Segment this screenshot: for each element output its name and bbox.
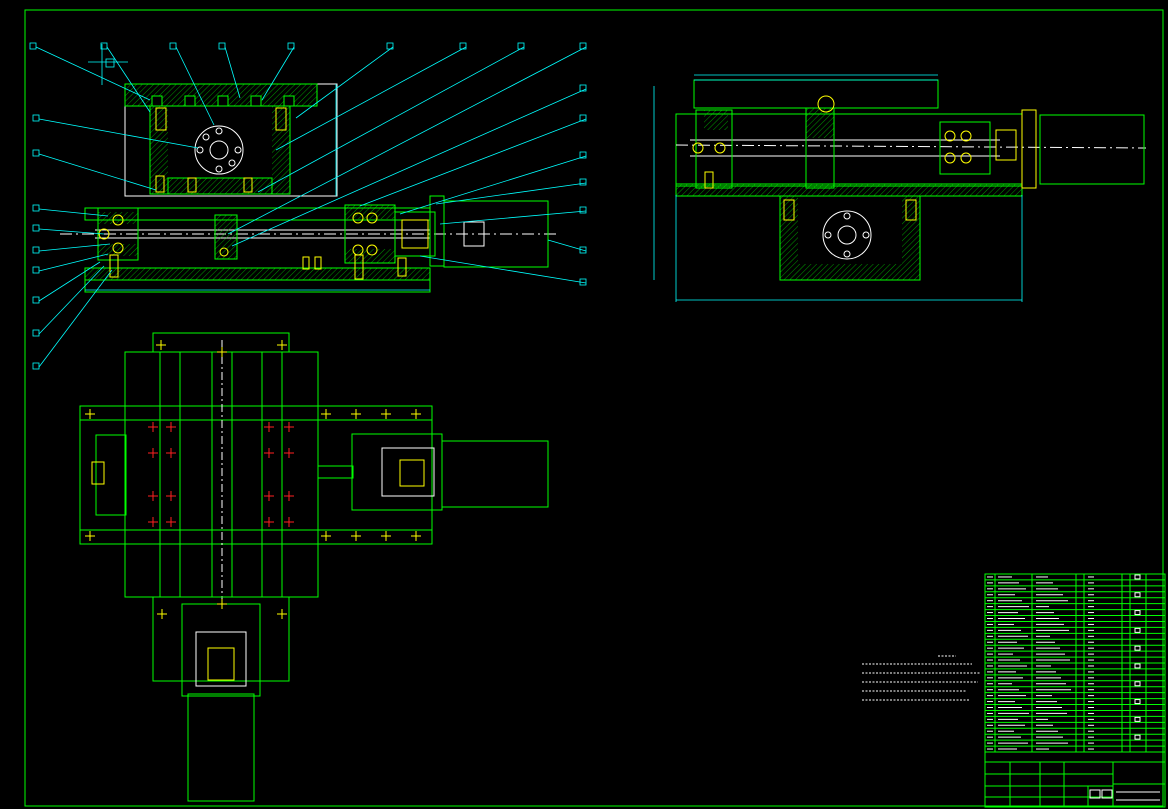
parts-list-row (985, 623, 1165, 628)
table-bolt-4 (157, 609, 167, 619)
parts-list-row (985, 574, 1165, 581)
table-bolt-2 (277, 340, 287, 350)
balloon-leader-18 (32, 149, 157, 191)
parts-list-row (985, 663, 1165, 670)
side-section-view (653, 74, 1147, 302)
parts-list-row (985, 653, 1165, 658)
balloon-leader-1 (29, 42, 151, 101)
parts-list-row (985, 681, 1165, 688)
parts-list-row (985, 730, 1165, 735)
table-bolt-6 (217, 599, 227, 609)
base-bolt-7 (321, 531, 331, 541)
balloon-leader-8 (257, 42, 525, 193)
parts-list-row (985, 588, 1165, 593)
parts-list-row (985, 610, 1165, 617)
base-bolt-1 (85, 409, 95, 419)
table-hole-15 (264, 517, 274, 527)
parts-list-rows (985, 574, 1165, 753)
base-bolt-6 (85, 531, 95, 541)
table-hole-6 (166, 448, 176, 458)
parts-list-row (985, 742, 1165, 747)
table-hole-12 (284, 491, 294, 501)
balloon-leader-23 (32, 261, 101, 304)
front-section-view (60, 44, 560, 293)
parts-list-row (985, 618, 1165, 622)
base-bolt-10 (411, 531, 421, 541)
parts-list-row (985, 659, 1165, 664)
parts-list-row (985, 582, 1165, 587)
table-hole-7 (264, 448, 274, 458)
base-bolt-8 (351, 531, 361, 541)
balloon-leader-13 (435, 178, 587, 205)
parts-list-row (985, 592, 1165, 599)
table-bolt-5 (277, 609, 287, 619)
table-hole-16 (284, 517, 294, 527)
balloon-leader-20 (32, 224, 105, 235)
balloon-leader-12 (399, 151, 587, 215)
balloon-leader-22 (32, 253, 109, 274)
balloon-leader-11 (359, 114, 587, 207)
balloon-leader-17 (32, 114, 199, 149)
table-hole-8 (284, 448, 294, 458)
table-hole-14 (166, 517, 176, 527)
balloon-leader-14 (439, 206, 587, 225)
parts-list-row (985, 635, 1165, 640)
balloon-leader-2 (100, 42, 151, 113)
balloon-leader-16 (419, 255, 587, 286)
parts-list-row (985, 627, 1165, 634)
balloon-leader-9 (227, 42, 587, 235)
table-hole-11 (264, 491, 274, 501)
base-bolt-5 (411, 409, 421, 419)
parts-list-row (985, 707, 1165, 711)
front-view-balloon-leaders (29, 42, 587, 370)
technical-notes (862, 655, 980, 701)
table-bolt-3 (217, 347, 227, 357)
parts-list-row (985, 677, 1165, 682)
balloon-leader-4 (218, 42, 241, 99)
balloon-leader-10 (231, 84, 587, 247)
parts-list-row (985, 699, 1165, 706)
balloon-leader-25 (32, 269, 113, 370)
parts-list-row (985, 695, 1165, 700)
parts-list-row (985, 716, 1165, 723)
balloon-leader-19 (32, 204, 109, 217)
table-hole-3 (264, 422, 274, 432)
parts-list-row (985, 712, 1165, 717)
parts-list-row (985, 724, 1165, 729)
balloon-leader-15 (547, 239, 587, 254)
table-hole-10 (166, 491, 176, 501)
top-plan-view (79, 332, 549, 802)
balloon-leader-7 (275, 42, 467, 151)
balloon-leader-24 (32, 265, 105, 337)
parts-list-row (985, 734, 1165, 741)
parts-list-row (985, 671, 1165, 676)
balloon-leader-3 (169, 42, 215, 126)
table-hole-5 (148, 448, 158, 458)
table-hole-13 (148, 517, 158, 527)
balloon-leader-21 (32, 243, 111, 254)
plan-view-hole-markers (85, 340, 421, 619)
base-bolt-4 (381, 409, 391, 419)
drawing-border (24, 9, 1164, 807)
table-hole-9 (148, 491, 158, 501)
balloon-leader-5 (261, 42, 295, 101)
base-bolt-9 (381, 531, 391, 541)
parts-list-row (985, 748, 1165, 753)
balloon-leader-6 (295, 42, 394, 119)
base-bolt-3 (351, 409, 361, 419)
base-bolt-2 (321, 409, 331, 419)
parts-list-row (985, 645, 1165, 652)
parts-list-row (985, 641, 1165, 646)
parts-list-row (985, 600, 1165, 605)
parts-list-row (985, 689, 1165, 694)
table-hole-2 (166, 422, 176, 432)
title-block (984, 573, 1166, 808)
parts-list-row (985, 606, 1165, 611)
table-hole-1 (148, 422, 158, 432)
table-hole-4 (284, 422, 294, 432)
table-bolt-1 (156, 340, 166, 350)
